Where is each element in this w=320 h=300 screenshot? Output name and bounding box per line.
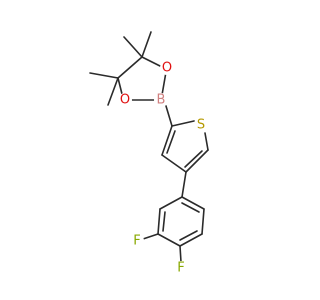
bond-o-c-upper xyxy=(141,56,161,67)
fluorine-para-atom-label: F xyxy=(177,261,184,276)
bond-ph-3-4 xyxy=(157,233,181,247)
boron-atom-label: B xyxy=(157,93,166,108)
bond-ph-6-1-inner xyxy=(181,202,200,213)
bond-s-c5 xyxy=(204,132,209,151)
oxygen-upper-atom-label: O xyxy=(162,61,172,76)
bond-methyl-1 xyxy=(123,36,143,58)
bond-c2-s xyxy=(171,120,195,127)
sulfur-atom-label: S xyxy=(197,118,205,133)
bond-c5-c4-inner xyxy=(184,150,203,168)
dioxaborolane-ring xyxy=(117,56,167,101)
molecule-diagram: S B O O F F xyxy=(89,31,209,276)
fluorine-meta-atom-label: F xyxy=(133,234,140,249)
bond-methyl-2 xyxy=(141,31,152,58)
bond-c-f-meta xyxy=(142,233,159,240)
bond-ph-1-2 xyxy=(159,196,183,210)
oxygen-lower-atom-label: O xyxy=(120,93,130,108)
thiophene-ring xyxy=(161,120,209,173)
bond-ph-5-6 xyxy=(201,208,205,235)
bond-ph-4-5-inner xyxy=(179,230,198,241)
bond-ph-2-3 xyxy=(157,208,161,235)
bond-c-f-para xyxy=(179,245,182,263)
bond-c-o-lower xyxy=(117,77,123,95)
bond-c4-c3 xyxy=(161,154,187,173)
bond-methyl-4 xyxy=(107,77,119,106)
atom-labels: S B O O F F xyxy=(118,61,208,276)
bond-methyl-3 xyxy=(89,72,119,79)
structure-svg: S B O O F F xyxy=(89,31,209,276)
bond-ph-4-5 xyxy=(179,233,203,247)
bond-c5-c4 xyxy=(185,149,209,173)
bond-c3-c2 xyxy=(161,125,173,156)
bond-b-o-upper xyxy=(161,71,167,96)
phenyl-ring xyxy=(157,196,205,247)
methyl-groups xyxy=(89,31,152,106)
bond-c-c-pinacol xyxy=(117,56,143,79)
bond-c3-c2-inner xyxy=(166,130,176,154)
bond-ph-2-3-inner xyxy=(162,211,166,232)
bond-b-thiophene xyxy=(165,105,173,127)
bond-ph-6-1 xyxy=(181,196,205,210)
bond-thiophene-phenyl xyxy=(181,171,187,198)
